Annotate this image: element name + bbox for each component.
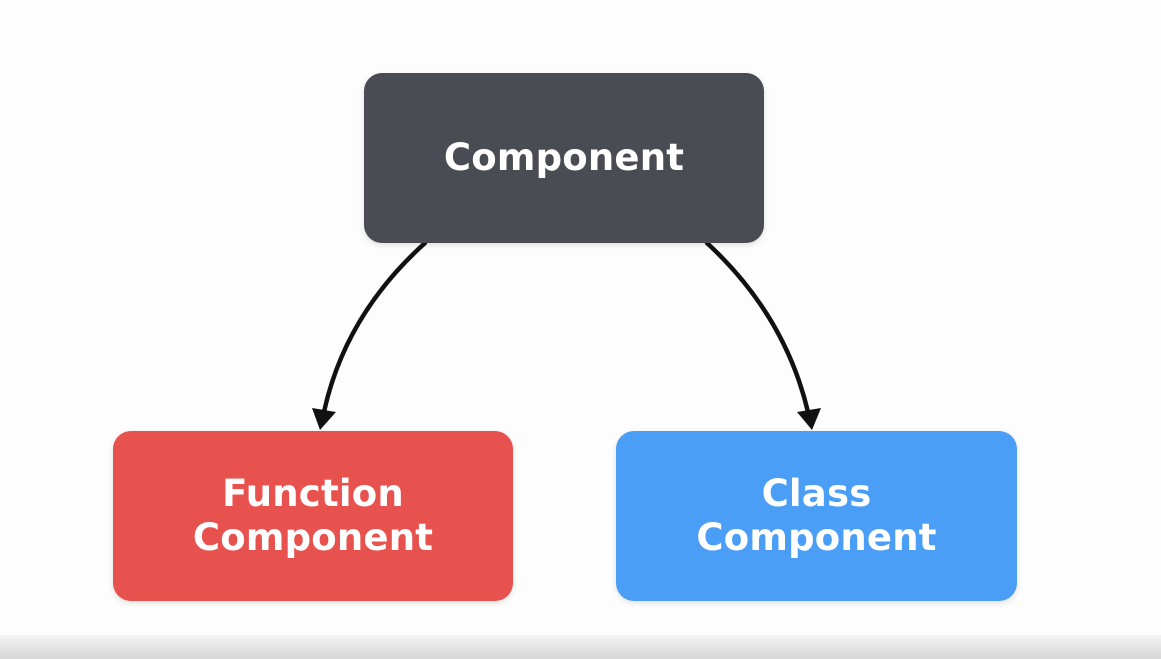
component-node: Component xyxy=(364,73,764,243)
component-label: Component xyxy=(443,136,685,179)
arrowhead-function xyxy=(312,408,336,430)
arrow-component-to-function xyxy=(321,240,428,415)
class-component-label-line-1: Class xyxy=(761,472,872,515)
function-component-label: Function Component xyxy=(193,472,433,560)
class-component-node: Class Component xyxy=(616,431,1017,601)
arrowhead-class xyxy=(797,408,821,430)
arrow-component-to-class xyxy=(704,240,811,415)
class-component-label-line-2: Component xyxy=(696,516,937,559)
class-component-label: Class Component xyxy=(696,472,936,560)
function-component-node: Function Component xyxy=(113,431,513,601)
bottom-gradient-band xyxy=(0,635,1161,659)
function-component-label-line-2: Component xyxy=(192,516,434,559)
function-component-label-line-1: Function xyxy=(222,472,404,515)
